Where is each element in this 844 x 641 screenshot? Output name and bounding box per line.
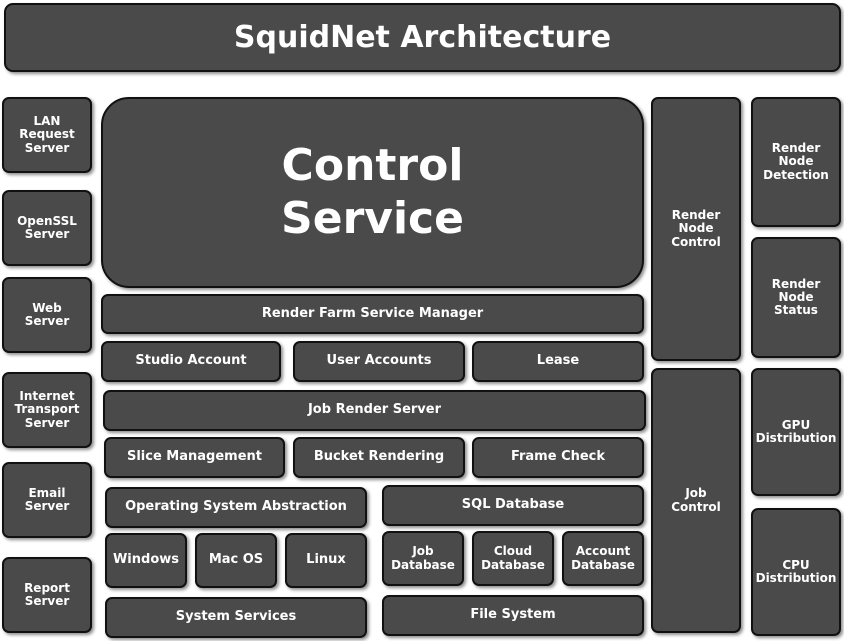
operating-system-abstraction-box: Operating System Abstraction bbox=[105, 487, 367, 528]
openssl-server-label: OpenSSL Server bbox=[17, 213, 77, 241]
account-database-label: Account Database bbox=[571, 544, 635, 572]
render-node-control-box: Render Node Control bbox=[651, 97, 741, 361]
gpu-distribution-label: GPU Distribution bbox=[755, 417, 837, 445]
render-farm-service-manager-label: Render Farm Service Manager bbox=[261, 305, 484, 321]
cloud-database-label: Cloud Database bbox=[481, 544, 545, 572]
web-server-box: Web Server bbox=[2, 277, 92, 353]
file-system-box: File System bbox=[382, 595, 644, 636]
lan-request-server-label: LAN Request Server bbox=[19, 114, 75, 155]
user-accounts-box: User Accounts bbox=[293, 341, 465, 382]
cloud-database-box: Cloud Database bbox=[472, 531, 554, 586]
render-node-detection-label: Render Node Detection bbox=[763, 141, 829, 182]
job-control-box: Job Control bbox=[651, 368, 741, 633]
mac-os-label: Mac OS bbox=[208, 552, 264, 568]
slice-management-box: Slice Management bbox=[104, 437, 285, 478]
windows-label: Windows bbox=[112, 552, 180, 568]
bucket-rendering-box: Bucket Rendering bbox=[293, 437, 465, 478]
internet-transport-server-box: Internet Transport Server bbox=[2, 372, 92, 448]
job-control-label: Job Control bbox=[671, 486, 721, 514]
windows-box: Windows bbox=[105, 533, 187, 588]
studio-account-box: Studio Account bbox=[101, 341, 281, 382]
render-node-control-label: Render Node Control bbox=[671, 208, 721, 249]
file-system-label: File System bbox=[470, 607, 556, 623]
report-server-box: Report Server bbox=[2, 557, 92, 633]
lan-request-server-box: LAN Request Server bbox=[2, 97, 92, 173]
linux-box: Linux bbox=[285, 533, 367, 588]
sql-database-label: SQL Database bbox=[461, 497, 565, 513]
account-database-box: Account Database bbox=[562, 531, 644, 586]
job-render-server-box: Job Render Server bbox=[103, 390, 646, 431]
system-services-label: System Services bbox=[175, 609, 297, 625]
web-server-label: Web Server bbox=[24, 300, 70, 328]
render-node-status-label: Render Node Status bbox=[771, 276, 821, 318]
lease-label: Lease bbox=[536, 353, 580, 369]
report-server-label: Report Server bbox=[24, 580, 70, 608]
lease-box: Lease bbox=[472, 341, 644, 382]
control-service-box: Control Service bbox=[101, 97, 644, 288]
job-database-label: Job Database bbox=[391, 544, 455, 572]
linux-label: Linux bbox=[306, 552, 346, 568]
title-bar: SquidNet Architecture bbox=[4, 3, 841, 72]
bucket-rendering-label: Bucket Rendering bbox=[313, 449, 445, 465]
user-accounts-label: User Accounts bbox=[326, 353, 432, 369]
email-server-box: Email Server bbox=[2, 462, 92, 538]
operating-system-abstraction-label: Operating System Abstraction bbox=[125, 499, 347, 515]
cpu-distribution-box: CPU Distribution bbox=[751, 508, 841, 636]
render-farm-service-manager-box: Render Farm Service Manager bbox=[101, 294, 644, 334]
cpu-distribution-label: CPU Distribution bbox=[755, 557, 837, 585]
email-server-label: Email Server bbox=[24, 485, 70, 513]
gpu-distribution-box: GPU Distribution bbox=[751, 368, 841, 496]
slice-management-label: Slice Management bbox=[126, 449, 262, 465]
job-render-server-label: Job Render Server bbox=[307, 402, 442, 418]
render-node-detection-box: Render Node Detection bbox=[751, 97, 841, 227]
frame-check-label: Frame Check bbox=[510, 449, 606, 465]
control-service-label: Control Service bbox=[281, 139, 464, 244]
sql-database-box: SQL Database bbox=[382, 485, 644, 526]
studio-account-label: Studio Account bbox=[135, 353, 247, 369]
openssl-server-box: OpenSSL Server bbox=[2, 190, 92, 266]
system-services-box: System Services bbox=[105, 597, 367, 638]
job-database-box: Job Database bbox=[382, 531, 464, 586]
frame-check-box: Frame Check bbox=[472, 437, 644, 478]
render-node-status-box: Render Node Status bbox=[751, 237, 841, 358]
diagram-title: SquidNet Architecture bbox=[233, 20, 612, 55]
mac-os-box: Mac OS bbox=[195, 533, 277, 588]
internet-transport-server-label: Internet Transport Server bbox=[14, 389, 80, 430]
